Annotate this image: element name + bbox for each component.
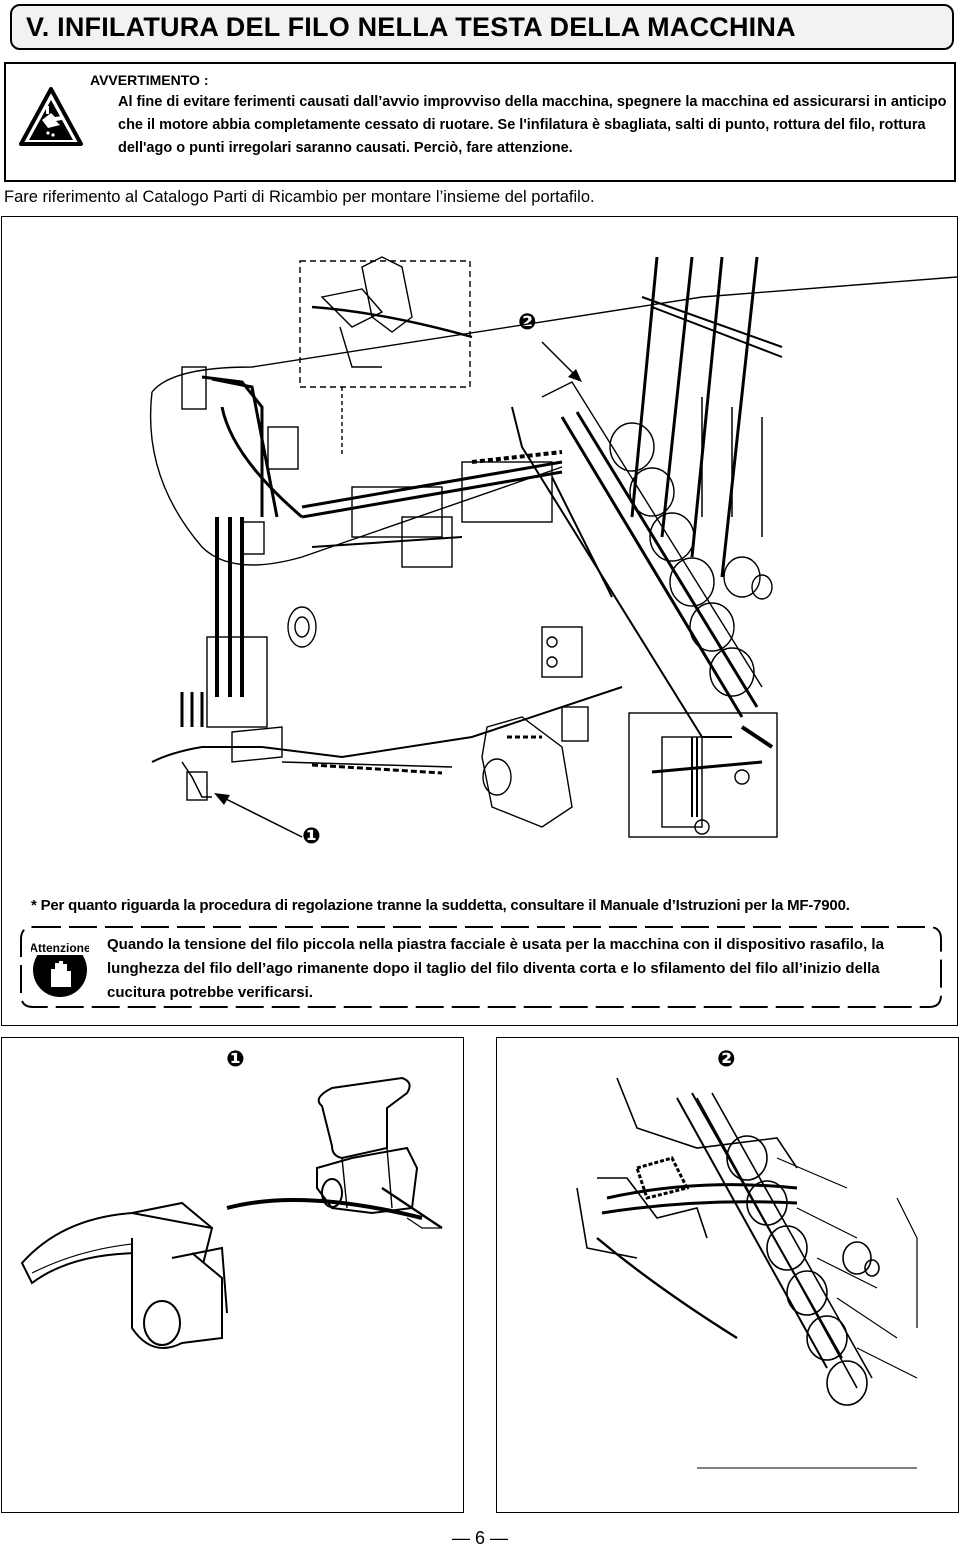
warning-box: AVVERTIMENTO : Al fine di evitare ferime… [4,62,956,182]
detail-figure-2: ❷ [496,1037,959,1513]
detail-2-marker: ❷ [717,1046,736,1071]
machine-head-threading-drawing: ❶ ❷ [149,256,958,849]
page-number: — 6 — [451,1528,508,1548]
caution-text: Quando la tensione del filo piccola nell… [107,936,884,1001]
detail-figure-1: ❶ [1,1037,464,1513]
marker-2-label: ❷ [518,310,537,335]
marker-1-label: ❶ [302,824,321,849]
reference-note: Fare riferimento al Catalogo Parti di Ri… [4,188,595,206]
tension-bar-detail-drawing [576,1077,918,1469]
detail-1-marker: ❶ [226,1046,245,1071]
attention-icon-label: Attenzione [31,941,89,955]
warning-text: Al fine di evitare ferimenti causati dal… [118,94,947,156]
thread-guide-detail-drawing [20,1076,443,1349]
caution-box: Attenzione Quando la tensione del filo p… [19,925,943,1008]
attention-hand-icon: Attenzione [31,939,89,997]
threading-diagram: ❶ ❷ * Per quanto riguarda la procedura d… [1,216,958,1026]
dashed-caution-frame [20,926,942,1008]
section-title-bar: V. INFILATURA DEL FILO NELLA TESTA DELLA… [10,4,954,50]
page-title: V. INFILATURA DEL FILO NELLA TESTA DELLA… [26,12,796,42]
footnote: * Per quanto riguarda la procedura di re… [31,897,850,914]
hand-injury-warning-icon [19,87,83,146]
warning-heading: AVVERTIMENTO : [90,72,209,88]
